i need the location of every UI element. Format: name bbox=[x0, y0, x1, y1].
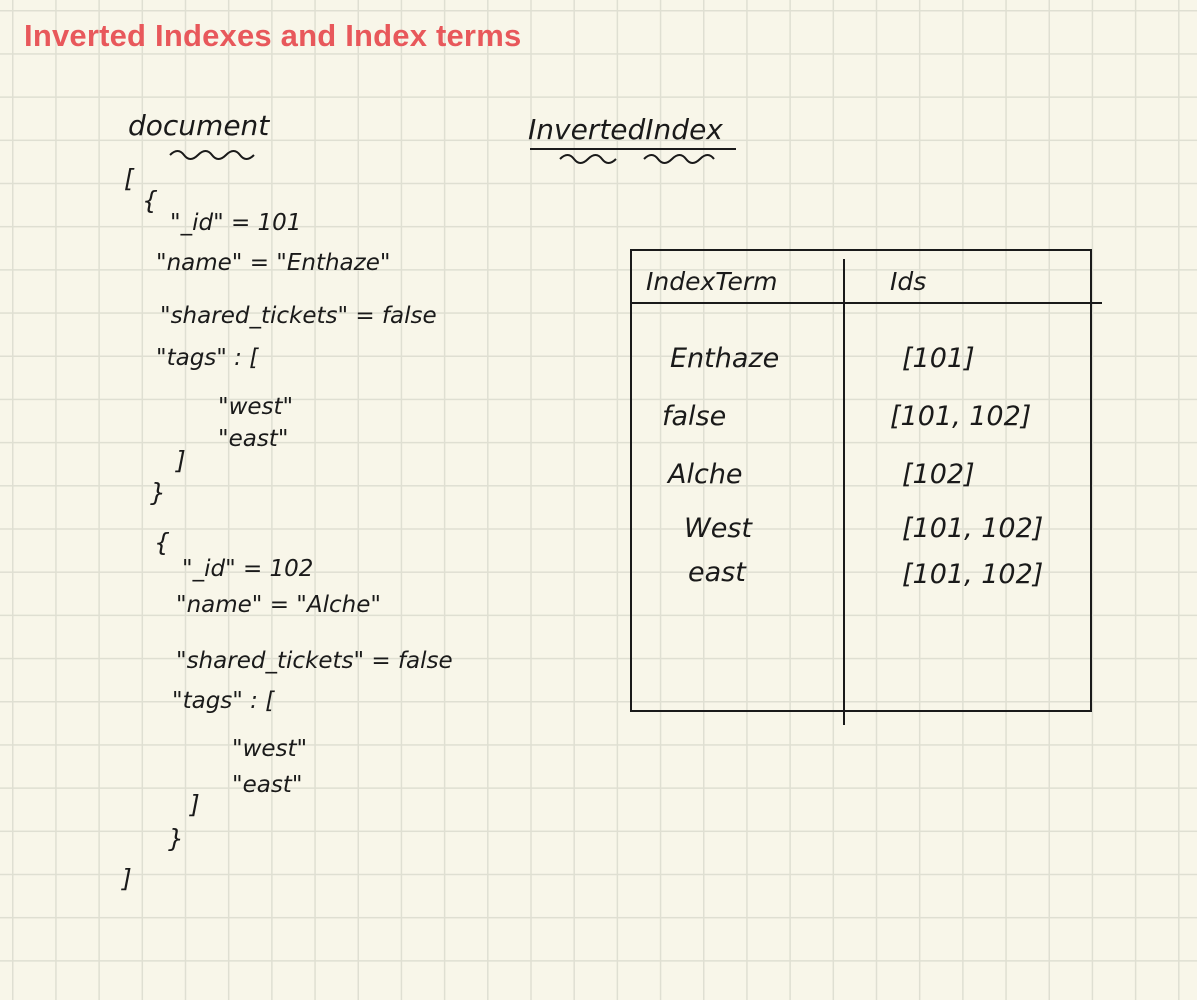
index-ids: [101] bbox=[902, 343, 975, 374]
index-ids: [101, 102] bbox=[902, 513, 1044, 544]
header-rule bbox=[632, 302, 1102, 304]
record-1-id: "_id" = 101 bbox=[170, 210, 302, 236]
record-2-tags: "tags" : [ bbox=[172, 688, 275, 714]
array-open-bracket: [ bbox=[124, 164, 134, 193]
record-1-tags-close: ] bbox=[176, 446, 186, 475]
record-1-open-brace: { bbox=[142, 186, 158, 215]
index-term: West bbox=[684, 513, 752, 544]
record-2-close-brace: } bbox=[168, 824, 184, 853]
index-term: Alche bbox=[668, 459, 743, 490]
inverted-index-table: IndexTerm Ids Enthaze [101] false [101, … bbox=[630, 249, 1102, 725]
array-close-bracket: ] bbox=[122, 864, 132, 893]
inverted-index-heading: InvertedIndex bbox=[528, 113, 723, 146]
column-header-ids: Ids bbox=[890, 267, 927, 296]
record-1-name: "name" = "Enthaze" bbox=[156, 250, 391, 276]
inverted-index-underline bbox=[530, 140, 736, 150]
document-underline bbox=[169, 150, 255, 160]
record-1-tags: "tags" : [ bbox=[156, 345, 259, 371]
record-1-shared-tickets: "shared_tickets" = false bbox=[160, 303, 437, 329]
index-term: east bbox=[688, 557, 746, 588]
index-ids: [102] bbox=[902, 459, 975, 490]
index-ids: [101, 102] bbox=[890, 401, 1032, 432]
document-heading: document bbox=[128, 109, 270, 142]
record-2-tag-west: "west" bbox=[232, 736, 308, 762]
record-1-tag-west: "west" bbox=[218, 394, 294, 420]
record-2-tags-close: ] bbox=[190, 790, 200, 819]
index-term: Enthaze bbox=[670, 343, 780, 374]
inverted-index-squiggle bbox=[559, 154, 715, 164]
record-2-shared-tickets: "shared_tickets" = false bbox=[176, 648, 453, 674]
page-title: Inverted Indexes and Index terms bbox=[24, 18, 522, 53]
index-ids: [101, 102] bbox=[902, 559, 1044, 590]
record-1-close-brace: } bbox=[150, 478, 166, 507]
record-2-open-brace: { bbox=[154, 528, 170, 557]
index-term: false bbox=[662, 401, 727, 432]
column-divider bbox=[843, 259, 845, 725]
record-2-tag-east: "east" bbox=[232, 772, 303, 798]
column-header-index-term: IndexTerm bbox=[646, 267, 778, 296]
record-2-id: "_id" = 102 bbox=[182, 556, 314, 582]
record-1-tag-east: "east" bbox=[218, 426, 289, 452]
record-2-name: "name" = "Alche" bbox=[176, 592, 381, 618]
